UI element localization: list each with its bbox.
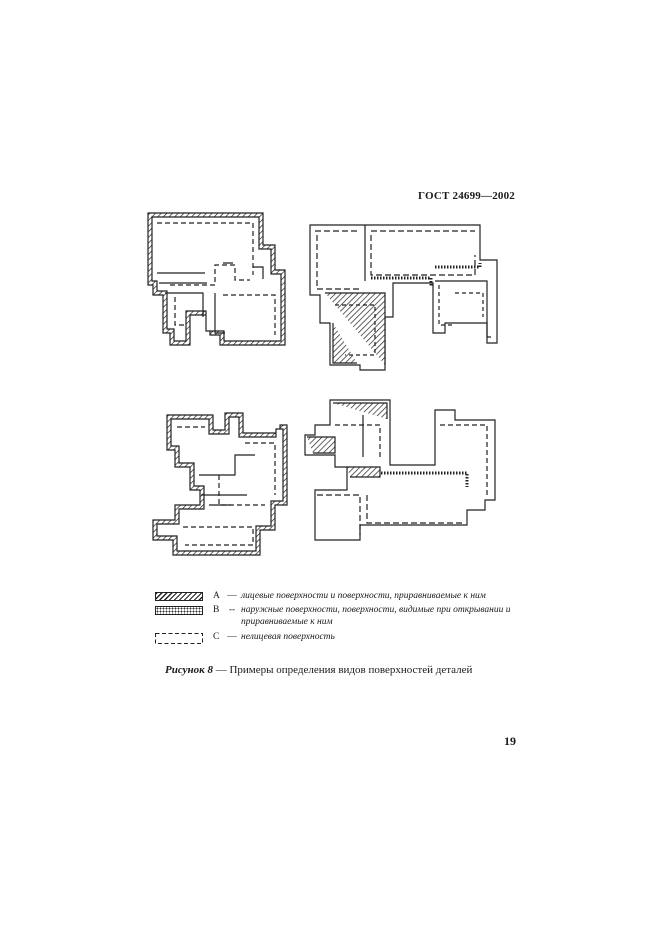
legend-item-c: С — нелицевая поверхность [155,631,525,645]
legend-letter: С [213,632,220,642]
drawing-top-right [309,224,498,371]
legend-dash: -- [228,605,236,615]
caption-separator: — [212,664,230,676]
legend-text: наружные поверхности, поверхности, видим… [241,605,511,627]
standard-code: ГОСТ 24699—2002 [418,190,515,202]
legend-item-b: В -- наружные поверхности, поверхности, … [155,604,525,631]
legend-text: нелицевая поверхность [241,632,335,642]
drawing-top-left [147,212,286,346]
legend-dash: — [227,591,237,601]
dotted-swatch-icon [155,606,203,615]
drawing-bottom-right [304,399,496,541]
hatched-swatch-icon [155,592,203,601]
caption-label: Рисунок 8 [165,664,213,676]
legend-text: лицевые поверхности и поверхности, прира… [241,591,486,601]
dashed-swatch-icon [155,633,203,644]
drawing-bottom-left [152,412,288,556]
page-number: 19 [504,734,516,748]
figure-caption: Рисунок 8 — Примеры определения видов по… [165,664,525,676]
legend-letter: В [213,605,220,615]
caption-text: Примеры определения видов поверхностей д… [229,664,473,676]
legend: А — лицевые поверхности и поверхности, п… [155,590,525,645]
legend-item-a: А — лицевые поверхности и поверхности, п… [155,590,525,604]
legend-letter: А [213,591,220,601]
profile-drawings-figure [147,212,498,556]
legend-dash: — [227,632,237,642]
